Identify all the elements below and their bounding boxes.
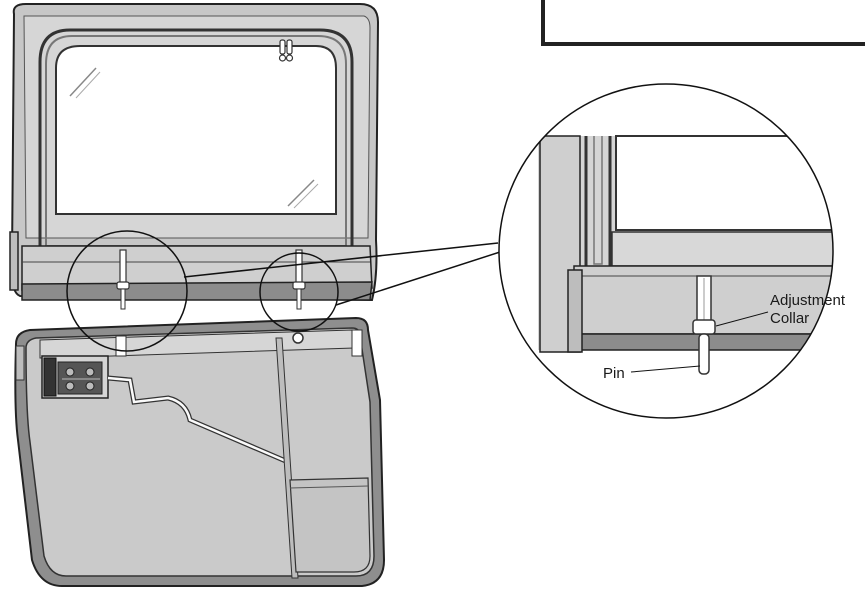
callout-circle-left (66, 230, 188, 352)
window-zipper-track-inner (45, 35, 347, 247)
glass-reflection (69, 67, 97, 97)
glass-reflection (75, 71, 101, 99)
zipper-pull-icon (278, 39, 294, 62)
upper-door-bottom-band (21, 281, 373, 301)
window-glass (55, 45, 337, 215)
glass-reflection (293, 183, 319, 209)
upper-door (9, 3, 380, 310)
adjustment-collar-label-line2: Collar (770, 310, 809, 327)
pin-label: Pin (603, 365, 625, 382)
adjustment-collar-label: Adjustment (770, 292, 846, 309)
door-pocket (289, 477, 371, 573)
door-latch-icon (41, 355, 109, 399)
lower-door (14, 316, 386, 587)
left-pin-receiver (115, 335, 127, 357)
adjustment-collar-icon (692, 319, 716, 335)
callout-frame (541, 0, 865, 46)
lower-left-edge-tab (15, 345, 25, 381)
latch-rod-highlight (107, 376, 289, 464)
lower-door-inner (25, 327, 375, 577)
window-zipper-track (38, 28, 354, 252)
right-edge-tab (351, 329, 363, 357)
leader-line-left (183, 242, 499, 278)
glass-reflection (287, 179, 315, 207)
left-edge-tab (9, 231, 19, 291)
leader-line-right (335, 251, 501, 306)
detail-left-tab (567, 269, 583, 353)
right-pin-receiver-icon (292, 332, 304, 344)
detail-pin-icon (692, 275, 716, 375)
detail-window-lower (611, 231, 833, 267)
magnified-circle-outline (498, 83, 834, 419)
pocket-seam (289, 485, 369, 489)
detail-zipper-track-inner (593, 136, 603, 265)
callout-circle-right (259, 252, 339, 332)
detail-window-glass (615, 135, 833, 231)
pin-left-icon (116, 249, 130, 310)
magnified-detail (499, 84, 833, 418)
pin-leader-line (630, 365, 701, 373)
pin-right-icon (292, 249, 306, 310)
collar-leader-line (715, 311, 769, 327)
